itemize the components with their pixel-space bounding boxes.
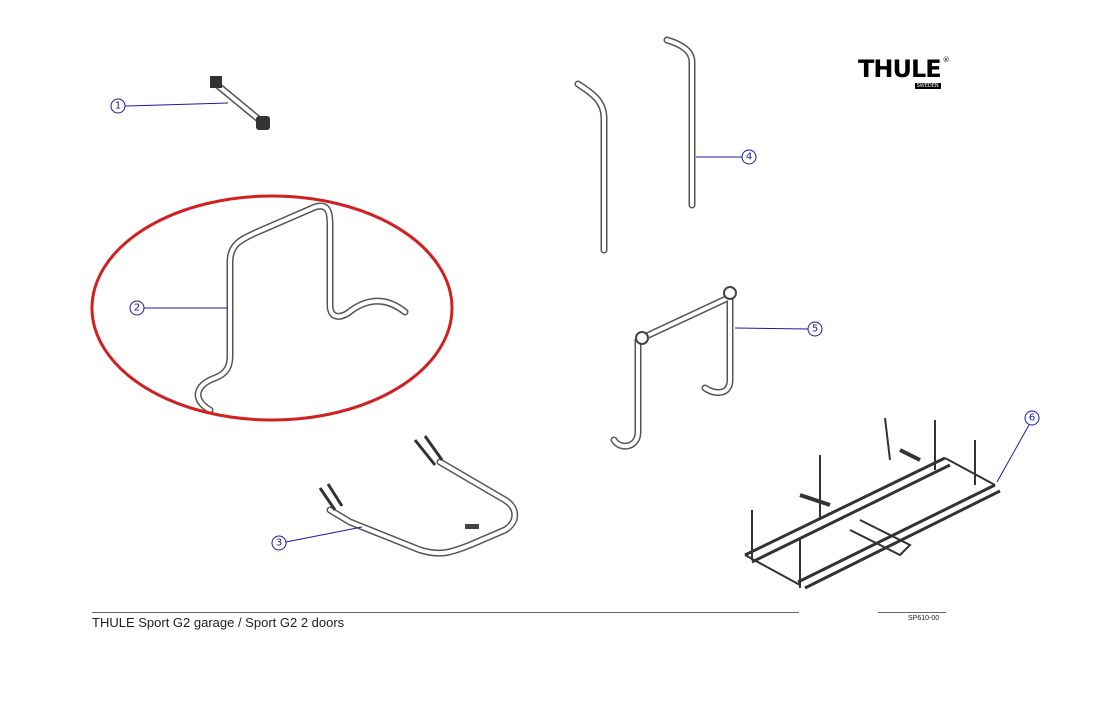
code-rule: [878, 612, 946, 613]
logo-subtext: SWEDEN: [914, 83, 941, 89]
callout-4: 4: [696, 149, 757, 165]
callout-6: 6: [996, 410, 1040, 483]
svg-text:6: 6: [1029, 413, 1035, 424]
part-5-frame: [610, 286, 737, 450]
callout-2: 2: [129, 300, 228, 316]
part-2-frame: [194, 202, 409, 414]
registered-mark: ®: [942, 56, 950, 64]
part-3-frame: [318, 435, 519, 557]
thule-logo-block: THULE ® SWEDEN: [858, 56, 950, 89]
svg-text:5: 5: [812, 324, 818, 335]
svg-text:4: 4: [746, 152, 752, 163]
document-code: SP610-00: [908, 615, 940, 622]
part-6-platform: [744, 417, 1001, 590]
document-title: THULE Sport G2 garage / Sport G2 2 doors: [92, 615, 345, 630]
svg-text:3: 3: [276, 538, 282, 549]
callout-5: 5: [734, 321, 823, 337]
callout-3: 3: [271, 526, 363, 551]
logo-row: THULE ®: [858, 56, 950, 82]
title-rule: [92, 612, 799, 613]
svg-text:1: 1: [115, 101, 121, 112]
part-4-tubes: [574, 36, 696, 254]
highlight-circle: [90, 194, 454, 422]
callout-1: 1: [110, 98, 229, 114]
thule-logo: THULE: [858, 55, 942, 83]
part-1-strap: [210, 76, 270, 130]
svg-text:2: 2: [134, 303, 140, 314]
